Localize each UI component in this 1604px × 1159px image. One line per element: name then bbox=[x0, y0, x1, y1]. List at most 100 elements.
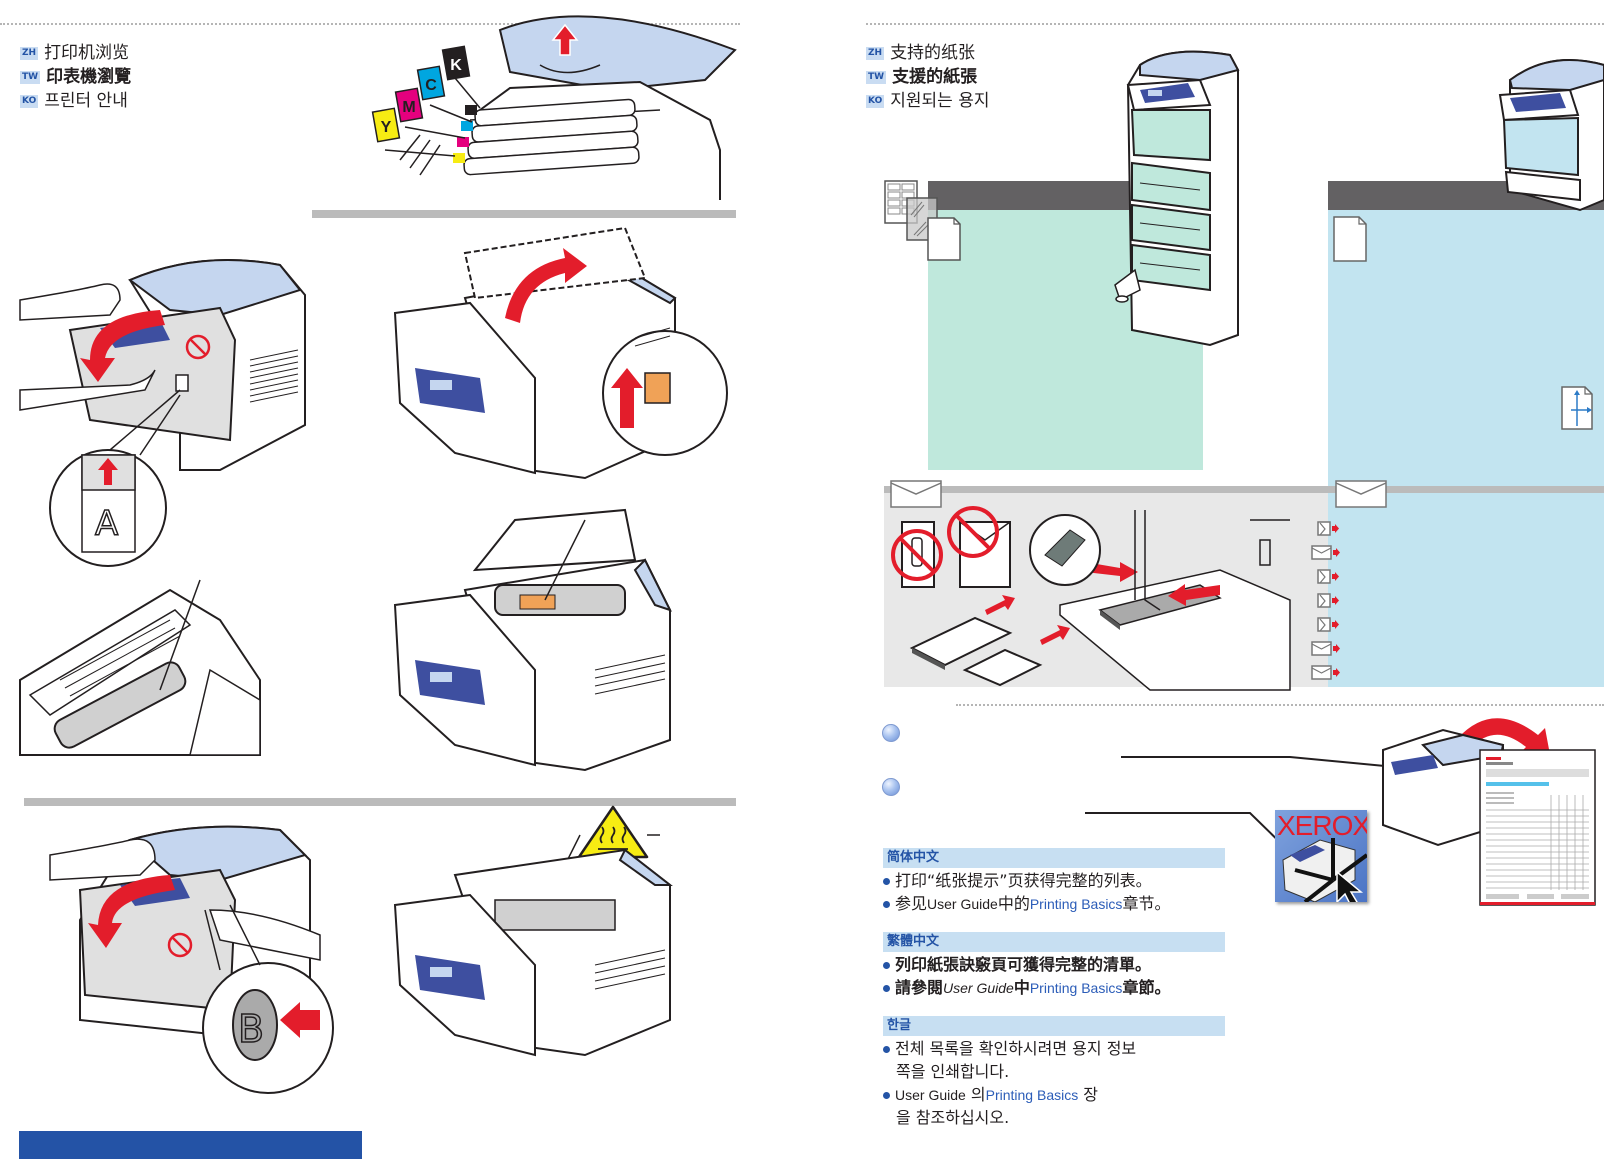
instruction-bullet: 請參閱User Guide中Printing Basics章節。 bbox=[883, 977, 1170, 999]
xerox-logo-text: XEROX bbox=[1277, 810, 1367, 841]
toner-label-y: Y bbox=[371, 107, 401, 143]
right-page-title-tw: TW 支援的紙張 bbox=[866, 66, 977, 88]
bullet-text: 章节。 bbox=[1122, 894, 1171, 913]
title-text: 프린터 안내 bbox=[44, 91, 128, 111]
xerox-app-icon: XEROX bbox=[1275, 810, 1367, 902]
printer-printing-tips-page-illustration bbox=[1382, 718, 1596, 906]
fuser-unit-illustration bbox=[19, 579, 261, 756]
curved-arrow-icon bbox=[88, 875, 175, 948]
printer-hot-surface-illustration bbox=[393, 805, 673, 1057]
top-divider-left bbox=[0, 23, 740, 25]
printer-with-feeder-tower-illustration bbox=[1114, 50, 1240, 347]
title-text: 支持的纸张 bbox=[890, 43, 976, 63]
section-divider-bar bbox=[312, 210, 736, 218]
instruction-bullet: 参见User Guide中的Printing Basics章节。 bbox=[883, 893, 1170, 915]
bullet-text: 章節。 bbox=[1122, 978, 1171, 997]
envelope-orientation-icon bbox=[1317, 593, 1339, 608]
user-guide-ref: User Guide bbox=[943, 980, 1014, 996]
right-page-title-ko: KO 지원되는 용지 bbox=[866, 90, 989, 112]
curved-arrow-icon bbox=[80, 310, 165, 382]
bullet-text: 中 bbox=[1013, 978, 1030, 997]
plain-paper-icon bbox=[1333, 216, 1367, 262]
printing-basics-link[interactable]: Printing Basics bbox=[985, 1087, 1079, 1103]
envelope-icon bbox=[890, 480, 942, 508]
envelope-orientation-icon bbox=[1311, 545, 1340, 560]
cursor-icon bbox=[1336, 870, 1364, 902]
svg-text:Y: Y bbox=[381, 119, 392, 136]
prohibited-icon bbox=[947, 506, 999, 558]
footer-accent-bar bbox=[19, 1131, 362, 1159]
paper-tips-divider bbox=[956, 704, 1604, 706]
paper-types-icon bbox=[884, 180, 961, 261]
bullet-dot bbox=[883, 878, 890, 885]
printing-basics-link[interactable]: Printing Basics bbox=[1029, 980, 1123, 996]
bullet-dot bbox=[883, 962, 890, 969]
bullet-dot bbox=[883, 985, 890, 992]
user-guide-ref: User Guide bbox=[927, 896, 998, 912]
envelope-orientation-icon bbox=[1317, 617, 1339, 632]
prohibited-icon bbox=[167, 932, 193, 958]
title-text: 印表機瀏覽 bbox=[46, 67, 132, 87]
title-text: 打印机浏览 bbox=[44, 43, 130, 63]
envelope-orientation-icon bbox=[1311, 641, 1340, 656]
bullet-text: 의 bbox=[965, 1085, 986, 1104]
bullet-text: 列印紙張訣竅頁可獲得完整的清單。 bbox=[895, 955, 1152, 974]
language-tag-tw: TW bbox=[20, 70, 41, 84]
up-arrow-icon bbox=[611, 368, 643, 428]
bullet-text: 장 bbox=[1078, 1085, 1099, 1104]
up-arrow-icon bbox=[551, 23, 579, 56]
bullet-dot bbox=[883, 901, 890, 908]
section-heading: 繁體中文 bbox=[883, 932, 1225, 952]
right-arrow-icon bbox=[1085, 562, 1138, 582]
custom-size-paper-icon bbox=[1561, 386, 1593, 430]
top-divider-right bbox=[866, 23, 1604, 25]
bullet-text: 전체 목록을 확인하시려면 용지 정보 bbox=[895, 1039, 1137, 1058]
up-arrow-icon bbox=[98, 458, 118, 485]
envelope-loading-illustration bbox=[891, 506, 1291, 691]
toner-label-m: M bbox=[394, 87, 424, 123]
language-tag-ko: KO bbox=[866, 94, 885, 108]
envelope-icon bbox=[1335, 480, 1387, 508]
left-page-title-tw: TW 印表機瀏覽 bbox=[20, 66, 131, 88]
bullet-dot bbox=[883, 1092, 890, 1099]
bullet-text: 打印“纸张提示”页获得完整的列表。 bbox=[895, 871, 1152, 890]
printer-open-door-b-illustration: B bbox=[49, 825, 334, 1094]
language-tag-zh: ZH bbox=[866, 46, 885, 60]
toner-label-k: K bbox=[441, 45, 471, 81]
envelope-sizes-panel bbox=[1328, 493, 1604, 687]
bullet-dot bbox=[883, 1046, 890, 1053]
svg-text:K: K bbox=[450, 57, 462, 74]
bullet-continuation: 쪽을 인쇄합니다. bbox=[896, 1062, 1010, 1081]
language-tag-tw: TW bbox=[866, 70, 887, 84]
title-text: 支援的紙張 bbox=[892, 67, 978, 87]
curved-arrow-icon bbox=[505, 248, 587, 323]
left-arrow-icon bbox=[1168, 584, 1220, 606]
printing-basics-link[interactable]: Printing Basics bbox=[1029, 896, 1123, 912]
envelope-orientation-icon bbox=[1317, 521, 1339, 536]
instruction-bullet: User Guide 의Printing Basics 장 bbox=[883, 1084, 1098, 1106]
bullet-continuation: 을 참조하십시오. bbox=[896, 1108, 1010, 1127]
language-tag-ko: KO bbox=[20, 94, 39, 108]
section-heading: 简体中文 bbox=[883, 848, 1225, 868]
printer-fuser-open-illustration bbox=[393, 226, 728, 480]
toner-label-c: C bbox=[416, 65, 446, 101]
bullet-text: 参见 bbox=[895, 894, 928, 913]
printer-fuser-lever-illustration bbox=[393, 508, 672, 772]
prohibited-icon bbox=[185, 334, 211, 360]
paper-tips-page bbox=[1479, 749, 1596, 906]
toner-slots bbox=[453, 98, 640, 176]
instruction-bullet: 列印紙張訣竅頁可獲得完整的清單。 bbox=[883, 954, 1151, 976]
prohibited-icon bbox=[891, 529, 943, 581]
right-page-title-zh: ZH 支持的纸张 bbox=[866, 42, 975, 64]
plain-paper-icon bbox=[927, 217, 961, 261]
instruction-bullet: 전체 목록을 확인하시려면 용지 정보 bbox=[883, 1038, 1136, 1060]
svg-text:C: C bbox=[425, 77, 437, 94]
door-b-label: B bbox=[238, 1007, 264, 1051]
section-heading: 한글 bbox=[883, 1016, 1225, 1036]
title-text: 지원되는 용지 bbox=[890, 91, 990, 111]
envelope-orientation-icon bbox=[1311, 665, 1340, 680]
svg-text:M: M bbox=[402, 99, 415, 116]
